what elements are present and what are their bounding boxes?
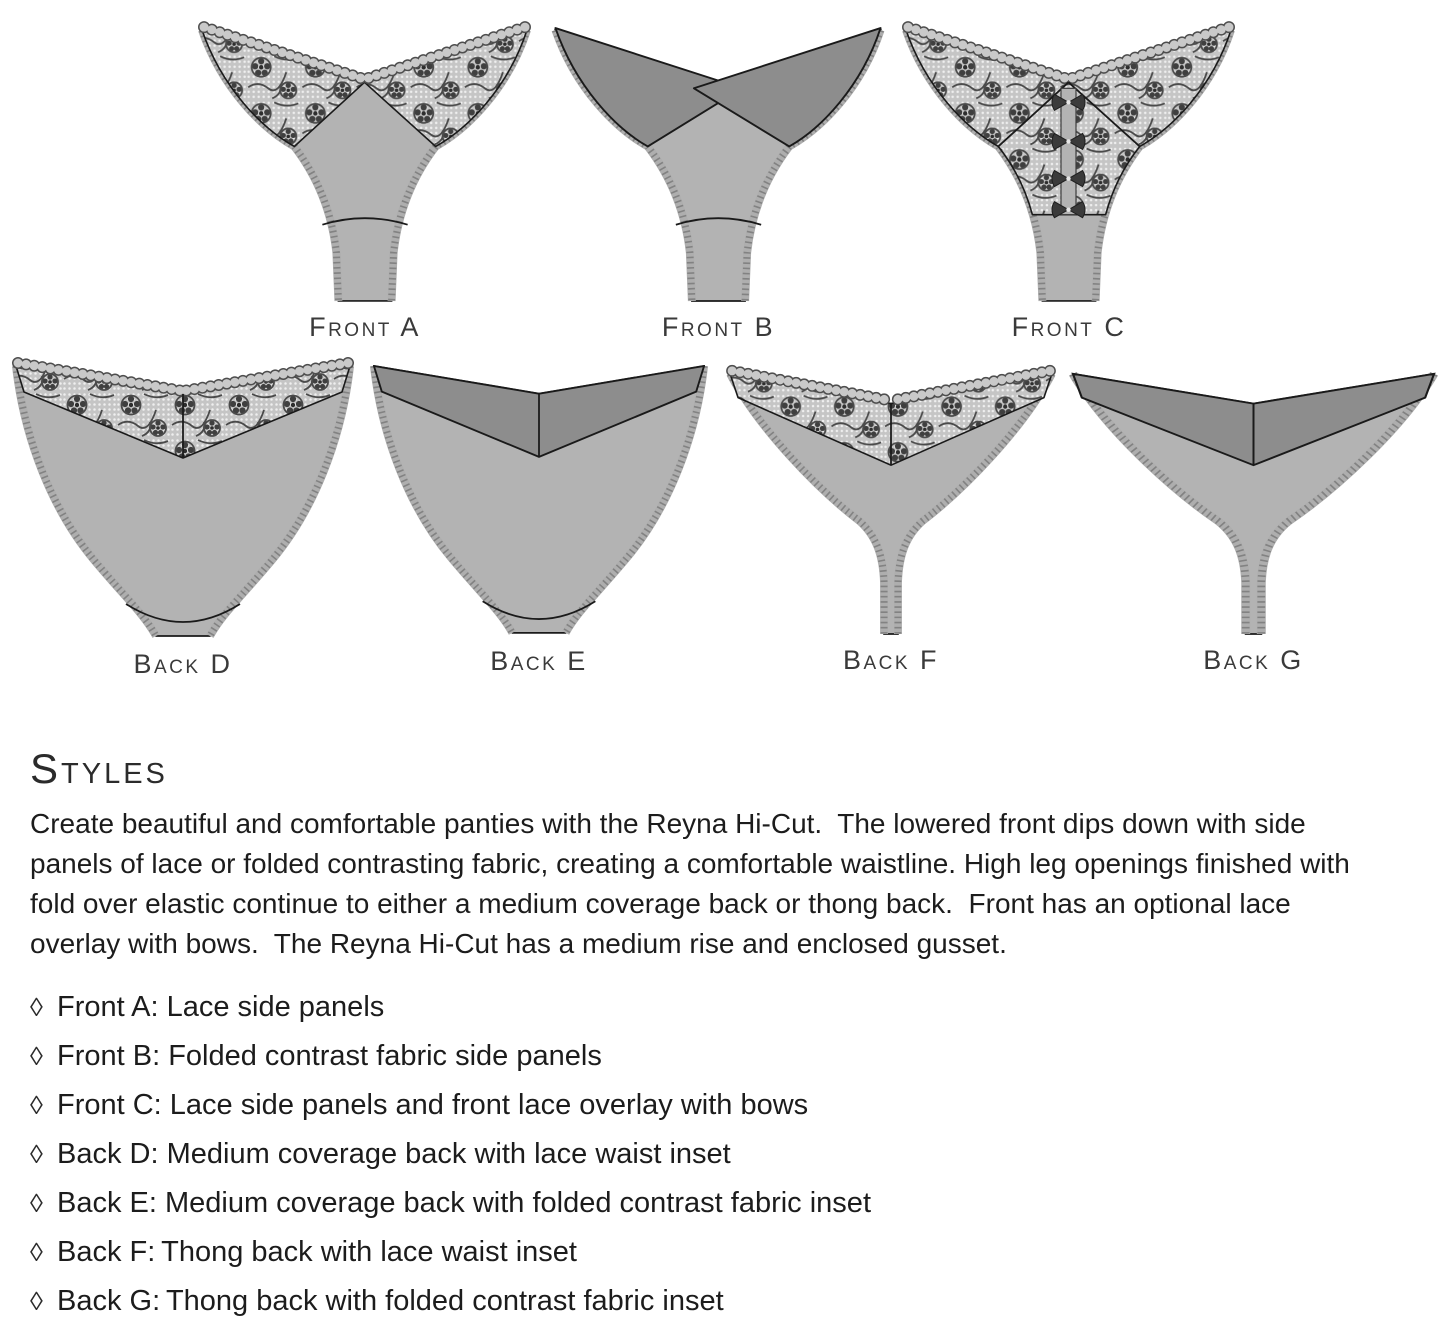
diamond-bullet-icon: ◊ <box>30 1188 43 1219</box>
styles-description: Create beautiful and comfortable panties… <box>30 804 1430 964</box>
description-line: overlay with bows. The Reyna Hi-Cut has … <box>30 928 1007 960</box>
gusset-seam <box>482 600 596 620</box>
figure-front-c: Front C <box>896 8 1242 343</box>
elastic-leg-trim <box>1068 371 1439 635</box>
list-item: ◊ Front C: Lace side panels and front la… <box>30 1090 1430 1120</box>
gusset-seam <box>322 217 408 226</box>
description-line: Create beautiful and comfortable panties… <box>30 808 1306 840</box>
description-line: fold over elastic continue to either a m… <box>30 888 1291 920</box>
diamond-bullet-icon: ◊ <box>30 1090 43 1121</box>
list-item: ◊ Front A: Lace side panels <box>30 992 1430 1022</box>
figure-label: Back G <box>1203 645 1304 675</box>
scalloped-lace-edge <box>902 21 1235 86</box>
gusset-seam <box>675 217 762 226</box>
diamond-bullet-icon: ◊ <box>30 1041 43 1072</box>
front-b-illustration <box>551 27 885 302</box>
diamond-bullet-icon: ◊ <box>30 1139 43 1170</box>
lace-side-panel-right <box>363 29 528 148</box>
figure-label: Front C <box>1011 312 1127 342</box>
back-d-illustration <box>12 357 354 638</box>
scalloped-lace-edge <box>12 357 354 397</box>
diamond-bullet-icon: ◊ <box>30 1286 43 1317</box>
list-item: ◊ Back D: Medium coverage back with lace… <box>30 1139 1430 1169</box>
back-f-illustration <box>726 364 1056 635</box>
styles-section: Styles Create beautiful and comfortable … <box>30 745 1430 1335</box>
scalloped-lace-edge <box>726 364 1056 407</box>
side-panel-seam-right <box>1067 81 1141 148</box>
side-panel-seam-left <box>997 81 1070 148</box>
contrast-side-panel-left <box>554 27 744 148</box>
lace-side-panel-left <box>201 29 366 148</box>
scalloped-lace-edge <box>198 21 531 86</box>
gusset-seam <box>125 603 241 623</box>
list-item-text: Front C: Lace side panels and front lace… <box>57 1089 809 1122</box>
list-item-text: Back F: Thong back with lace waist inset <box>57 1236 577 1269</box>
front-a-illustration <box>198 21 531 302</box>
center-front-band <box>1060 87 1077 216</box>
figure-front-a: Front A <box>192 8 538 343</box>
list-item-text: Front B: Folded contrast fabric side pan… <box>57 1040 602 1073</box>
list-item: ◊ Back E: Medium coverage back with fold… <box>30 1188 1430 1218</box>
figure-back-d: Back D <box>8 346 358 680</box>
figure-label: Back F <box>842 645 940 675</box>
list-item-text: Back G: Thong back with folded contrast … <box>57 1285 724 1318</box>
diamond-bullet-icon: ◊ <box>30 1237 43 1268</box>
figure-label: Back E <box>490 646 588 676</box>
list-item: ◊ Front B: Folded contrast fabric side p… <box>30 1041 1430 1071</box>
diamond-bullet-icon: ◊ <box>30 992 43 1023</box>
elastic-leg-trim <box>726 371 1056 635</box>
figure-label: Back D <box>133 649 233 679</box>
list-item-text: Back E: Medium coverage back with folded… <box>57 1187 871 1220</box>
back-e-illustration <box>369 364 709 635</box>
back-g-illustration <box>1068 371 1439 635</box>
figure-back-g: Back G <box>1064 348 1443 676</box>
list-item: ◊ Back F: Thong back with lace waist ins… <box>30 1237 1430 1267</box>
styles-heading: Styles <box>30 745 168 792</box>
figure-label: Front A <box>309 312 421 342</box>
figure-back-e: Back E <box>366 346 712 677</box>
list-item: ◊ Back G: Thong back with folded contras… <box>30 1286 1430 1316</box>
style-options-list: ◊ Front A: Lace side panels ◊ Front B: F… <box>30 992 1430 1316</box>
bow-icon <box>1051 93 1086 219</box>
description-line: panels of lace or folded contrasting fab… <box>30 848 1350 880</box>
list-item-text: Back D: Medium coverage back with lace w… <box>57 1138 731 1171</box>
front-c-illustration <box>902 21 1235 302</box>
contrast-side-panel-right <box>692 27 882 148</box>
figure-label: Front B <box>661 312 776 342</box>
list-item-text: Front A: Lace side panels <box>57 991 385 1024</box>
figure-front-b: Front B <box>545 8 892 343</box>
figure-back-f: Back F <box>722 348 1060 676</box>
